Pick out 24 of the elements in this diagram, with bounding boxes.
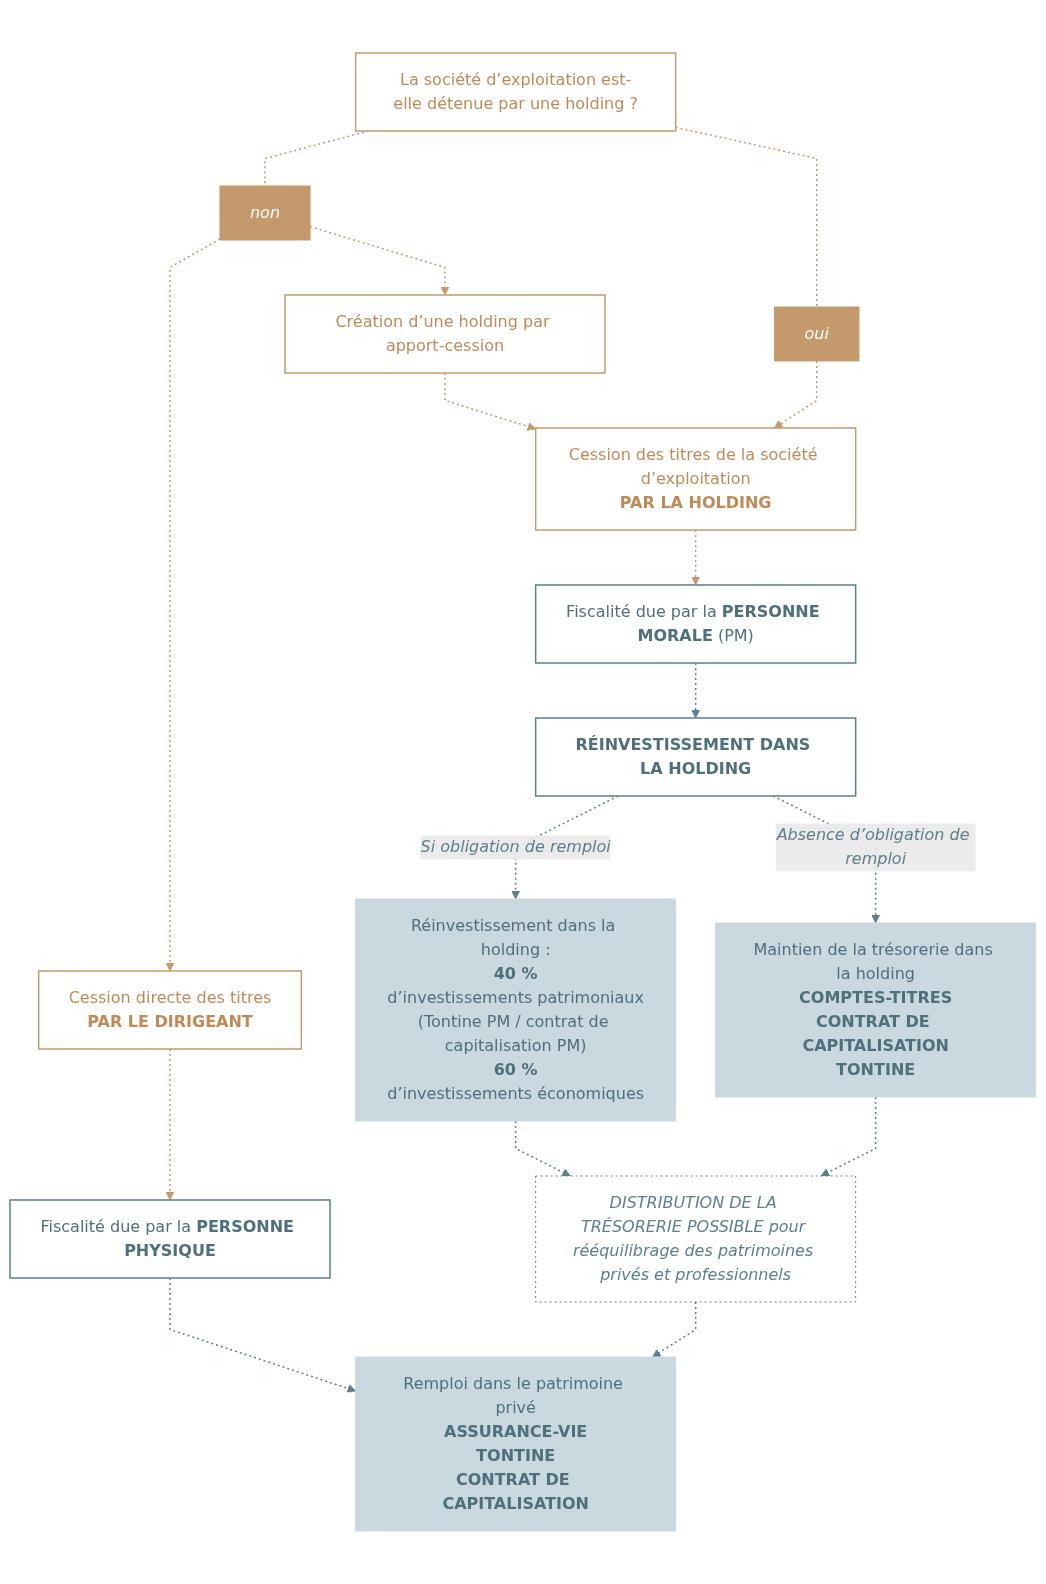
node-box: RÉINVESTISSEMENT DANS LA HOLDING bbox=[535, 717, 857, 797]
node-box: Réinvestissement dans la holding : 40 % d’investissements patrimoniaux (Tontine PM / contrat de capitalisation PM) 60 % d’investissements économiques bbox=[355, 898, 677, 1122]
edge-label: Absence d’obligation de remploi bbox=[776, 825, 970, 869]
arrow bbox=[169, 1277, 357, 1393]
node-box: Remploi dans le patrimoine privé ASSURANCE-VIE TONTINE CONTRAT DE CAPITALISATION bbox=[355, 1356, 677, 1532]
edge-label: Si obligation de remploi bbox=[420, 837, 611, 857]
node-box: Cession directe des titres PAR LE DIRIGEANT bbox=[38, 970, 303, 1050]
node-box: Fiscalité due par la PERSONNE MORALE (PM) bbox=[535, 584, 857, 664]
arrow bbox=[165, 1048, 175, 1201]
node-box: Maintien de la trésorerie dans la holding COMPTES-TITRES CONTRAT DE CAPITALISATION TONTINE bbox=[715, 922, 1037, 1098]
node-box: La société d’exploitation est-elle détenue par une holding ? bbox=[355, 52, 677, 132]
node-box: Création d’une holding par apport-cession bbox=[284, 294, 606, 374]
connector bbox=[675, 126, 818, 308]
arrow bbox=[691, 662, 701, 719]
arrow bbox=[165, 238, 221, 972]
arrow bbox=[652, 1301, 697, 1358]
arrow bbox=[820, 1096, 877, 1177]
arrow bbox=[691, 529, 701, 586]
arrow bbox=[309, 225, 450, 296]
node-box: Cession des titres de la société d’exploitation PAR LA HOLDING bbox=[535, 427, 857, 531]
node-box: Fiscalité due par la PERSONNE PHYSIQUE bbox=[9, 1199, 331, 1279]
node-box: non bbox=[219, 185, 311, 241]
arrow bbox=[515, 1120, 571, 1177]
node-box: oui bbox=[774, 306, 860, 362]
